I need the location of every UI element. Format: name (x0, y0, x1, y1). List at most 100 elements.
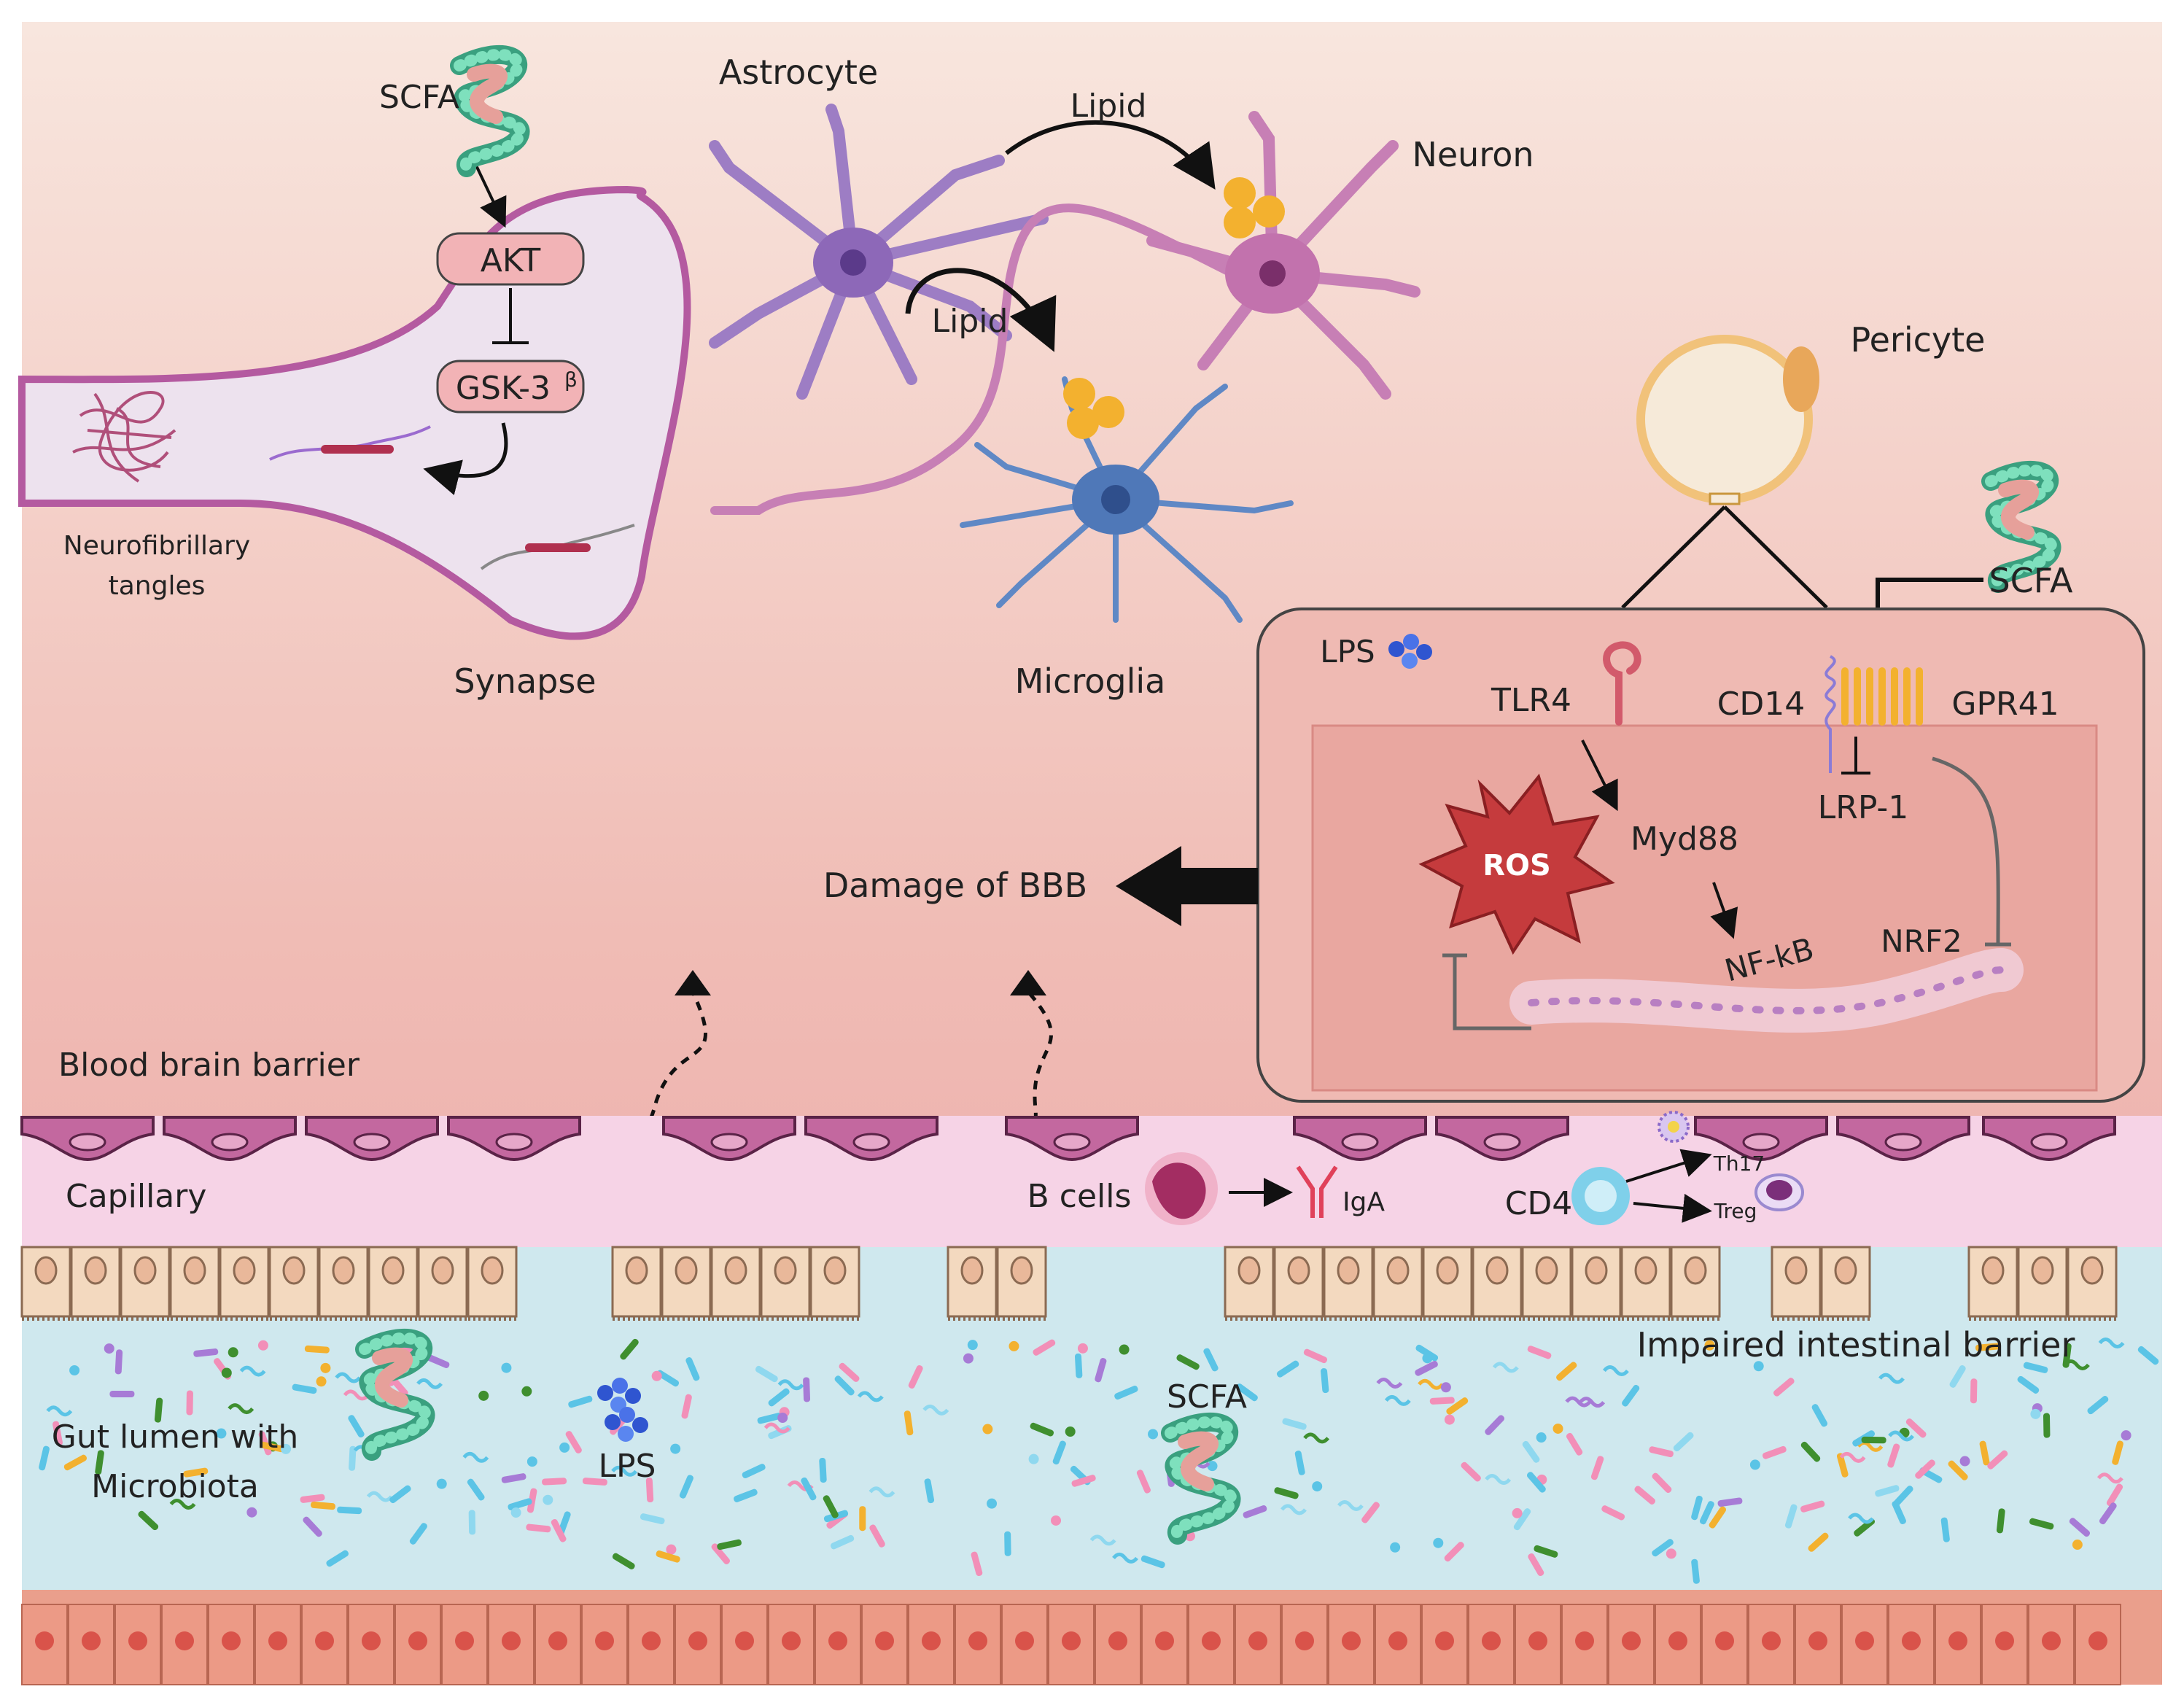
bacterium (2121, 1430, 2131, 1441)
bacterium (1915, 1459, 1935, 1479)
bacterium (1970, 1378, 1978, 1404)
bacterium (1566, 1432, 1583, 1456)
bacterium (1996, 1508, 2005, 1534)
bacterium (526, 1456, 537, 1467)
bacterium (1089, 1534, 1116, 1546)
bacterium (39, 1445, 50, 1471)
label-gsk3: GSK-3 (456, 370, 551, 407)
bacterium (1590, 1456, 1604, 1480)
bottom-cell-nucleus (35, 1631, 54, 1650)
bacterium (685, 1357, 700, 1381)
bacterium (582, 1478, 607, 1486)
label-gpr41: GPR41 (1951, 686, 2059, 723)
gsk3b-to-tau-arrow (423, 422, 508, 495)
bacterium (1074, 1353, 1083, 1378)
bbb-endothelial-layer (20, 1116, 2116, 1162)
label-neuron: Neuron (1412, 135, 1534, 174)
bacterium (1312, 1481, 1323, 1492)
bottom-cell-nucleus (1995, 1631, 2014, 1650)
bottom-cell-nucleus (82, 1631, 101, 1650)
bacterium (1512, 1507, 1523, 1518)
bacterium (526, 1488, 537, 1513)
neuron-cell (710, 111, 1421, 515)
label-damage-of-bbb: Damage of BBB (823, 866, 1087, 905)
bbb-endothelial-cell (1005, 1116, 1139, 1162)
gpr41-inhibits-nrf2 (1932, 756, 2011, 947)
bacterium (640, 1513, 665, 1524)
th17-cell-icon (1658, 1111, 1690, 1143)
bottom-cell-nucleus (595, 1631, 614, 1650)
label-lps-gut: LPS (599, 1448, 656, 1485)
bacterium (1888, 1430, 1915, 1442)
bacterium (971, 1551, 983, 1576)
bacterium (1077, 1343, 1088, 1354)
bacterium (246, 1507, 257, 1518)
bacterium (611, 1465, 638, 1477)
label-astrocyte: Astrocyte (719, 53, 878, 92)
enterocyte (809, 1246, 860, 1321)
bacterium (2043, 1413, 2051, 1438)
bacterium (2098, 1338, 2125, 1349)
bacterium (311, 1501, 336, 1510)
bacterium (1979, 1440, 1990, 1466)
bacterium (1444, 1542, 1464, 1562)
bacterium (620, 1338, 639, 1360)
bacterium (1052, 1440, 1066, 1465)
bacterium (1294, 1451, 1305, 1475)
bacterium (1321, 1368, 1329, 1394)
bacterium (1691, 1495, 1703, 1521)
bacterium (1905, 1418, 1927, 1438)
label-capillary: Capillary (66, 1178, 206, 1215)
label-treg: Treg (1714, 1199, 1757, 1223)
bacterium (1303, 1348, 1328, 1364)
ros-feedback-line (1442, 953, 1531, 1030)
enterocyte (996, 1246, 1047, 1321)
bacterium (1009, 1340, 1019, 1351)
bacterium (1461, 1461, 1481, 1482)
bacterium (1528, 1553, 1544, 1576)
enterocyte (1224, 1246, 1275, 1321)
bacterium (717, 1539, 742, 1550)
bacterium (1422, 1353, 1433, 1364)
label-lps-box: LPS (1320, 634, 1375, 669)
bacterium (1808, 1532, 1829, 1552)
synapse-membrane (18, 185, 691, 640)
bacterium (2099, 1502, 2117, 1525)
bottom-cell-nucleus (1295, 1631, 1314, 1650)
bacterium (1691, 1558, 1700, 1584)
enterocyte (417, 1246, 468, 1321)
bacterium (436, 1478, 447, 1489)
leak-arrows (552, 990, 1053, 1273)
bacterium (1666, 1548, 1676, 1559)
enterocyte (1472, 1246, 1523, 1321)
bacterium (1526, 1472, 1546, 1493)
enterocyte (70, 1246, 121, 1321)
bacterium (2112, 1440, 2123, 1465)
bacterium (2017, 1375, 2040, 1394)
bacterium (304, 1345, 330, 1354)
bottom-cell-nucleus (1015, 1631, 1034, 1650)
enterocyte (947, 1246, 998, 1321)
bacterium (1390, 1542, 1401, 1553)
label-impaired-barrier: Impaired intestinal barrier (1637, 1325, 2075, 1365)
bacterium (169, 1498, 196, 1510)
bacterium (1987, 1450, 2008, 1470)
bacterium (1415, 1360, 1438, 1376)
bottom-cell-nucleus (455, 1631, 474, 1650)
bacterium (963, 1353, 974, 1364)
bacterium (183, 1467, 209, 1478)
bacterium (1030, 1422, 1054, 1437)
bacterium (656, 1550, 680, 1563)
lipid-droplets-microglia-icon (1063, 378, 1124, 439)
iga-antibody-icon (1296, 1165, 1338, 1218)
bottom-cell-nucleus (175, 1631, 194, 1650)
label-cd4: CD4 (1505, 1185, 1573, 1222)
label-synapse: Synapse (454, 661, 596, 701)
b-cell-icon (1145, 1152, 1218, 1225)
bacterium (1051, 1515, 1062, 1526)
microglia-cell (960, 376, 1294, 623)
bacterium (734, 1488, 758, 1502)
bacterium (1552, 1423, 1563, 1434)
microbiota-field (39, 1338, 2159, 1584)
